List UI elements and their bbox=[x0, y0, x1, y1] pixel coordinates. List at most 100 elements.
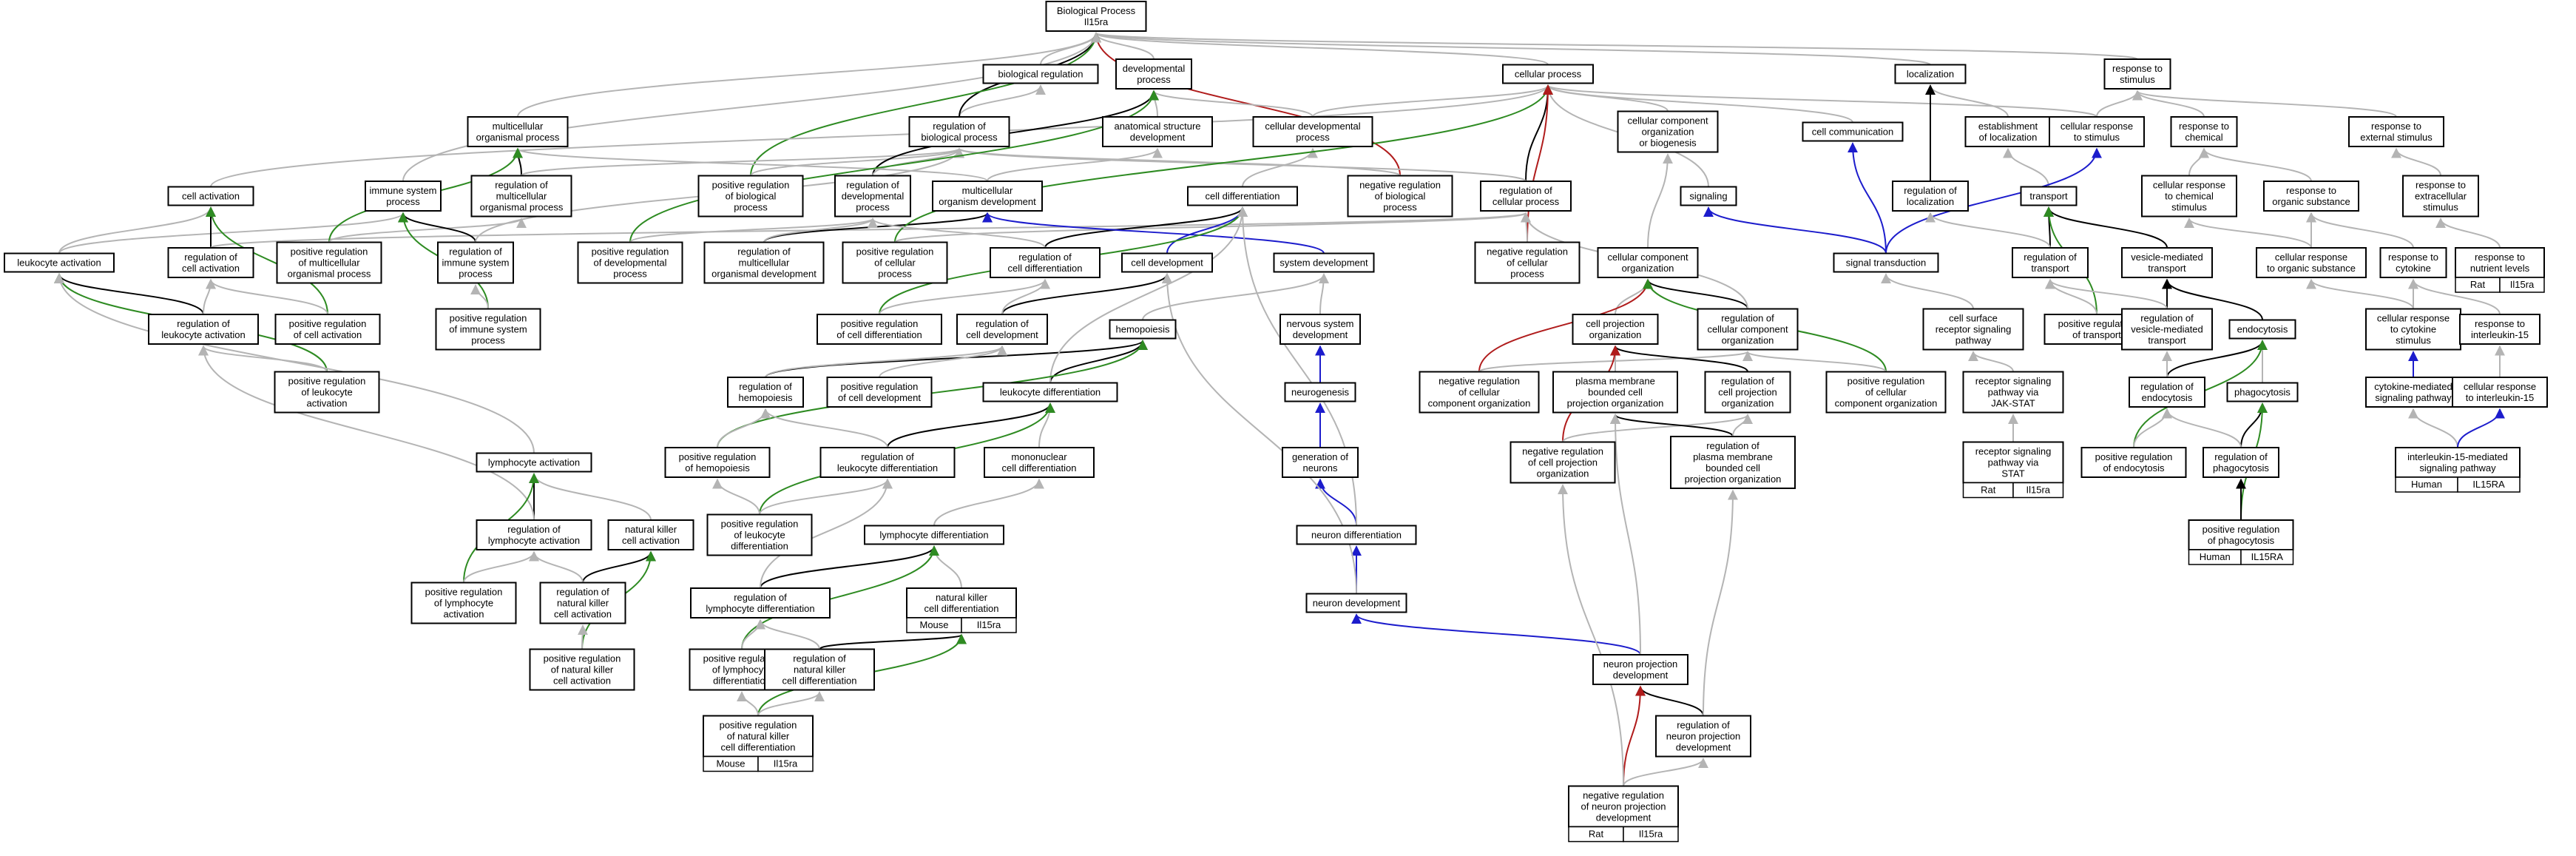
go-term-node[interactable]: localization bbox=[1894, 64, 1967, 84]
go-term-node[interactable]: cellular process bbox=[1502, 64, 1594, 84]
go-term-node[interactable]: cell communication bbox=[1802, 121, 1904, 142]
go-term-node[interactable]: signaling bbox=[1680, 186, 1737, 206]
go-term-node[interactable]: signal transduction bbox=[1833, 252, 1939, 273]
go-term-node[interactable]: leukocyte differentiation bbox=[982, 382, 1118, 402]
go-term-node[interactable]: phagocytosis bbox=[2226, 382, 2299, 402]
go-term-node[interactable]: biological regulation bbox=[982, 64, 1099, 84]
go-term-node[interactable]: cell differentiation bbox=[1187, 186, 1298, 206]
go-term-node[interactable]: system development bbox=[1273, 252, 1375, 273]
go-term-node[interactable]: neuron differentiation bbox=[1296, 525, 1417, 545]
go-term-node[interactable]: leukocyte activation bbox=[4, 252, 115, 273]
go-term-node[interactable]: hemopoiesis bbox=[1109, 319, 1177, 340]
go-term-node[interactable]: transport bbox=[2020, 186, 2078, 206]
go-term-node[interactable]: endocytosis bbox=[2228, 319, 2296, 340]
go-term-node[interactable]: cell development bbox=[1121, 252, 1213, 273]
go-term-node[interactable]: neurogenesis bbox=[1284, 382, 1356, 402]
go-term-node[interactable]: neuron development bbox=[1305, 593, 1407, 613]
go-term-node[interactable]: lymphocyte activation bbox=[476, 452, 592, 473]
go-term-node[interactable]: cell activation bbox=[167, 186, 254, 206]
